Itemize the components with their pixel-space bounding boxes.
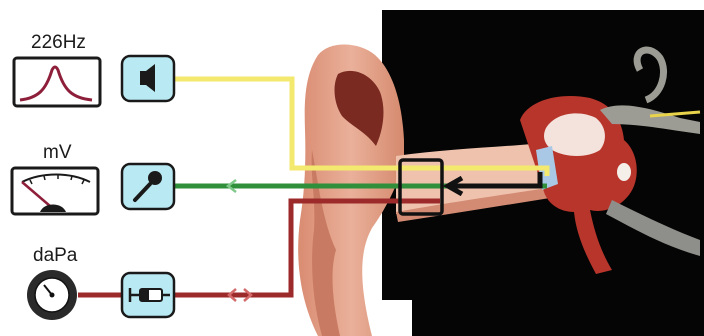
speaker-icon [122, 56, 174, 101]
pressure-gauge-icon [27, 270, 77, 320]
cochlea-window [617, 163, 631, 181]
resonance-curve-icon [14, 58, 100, 106]
syringe-pump-icon [122, 273, 174, 317]
pressure-label: daPa [33, 245, 77, 267]
microphone-icon [122, 164, 174, 209]
voltmeter-icon [12, 168, 98, 214]
frequency-label: 226Hz [31, 32, 86, 54]
dark-background-lower [412, 296, 704, 336]
voltage-label: mV [43, 142, 72, 164]
